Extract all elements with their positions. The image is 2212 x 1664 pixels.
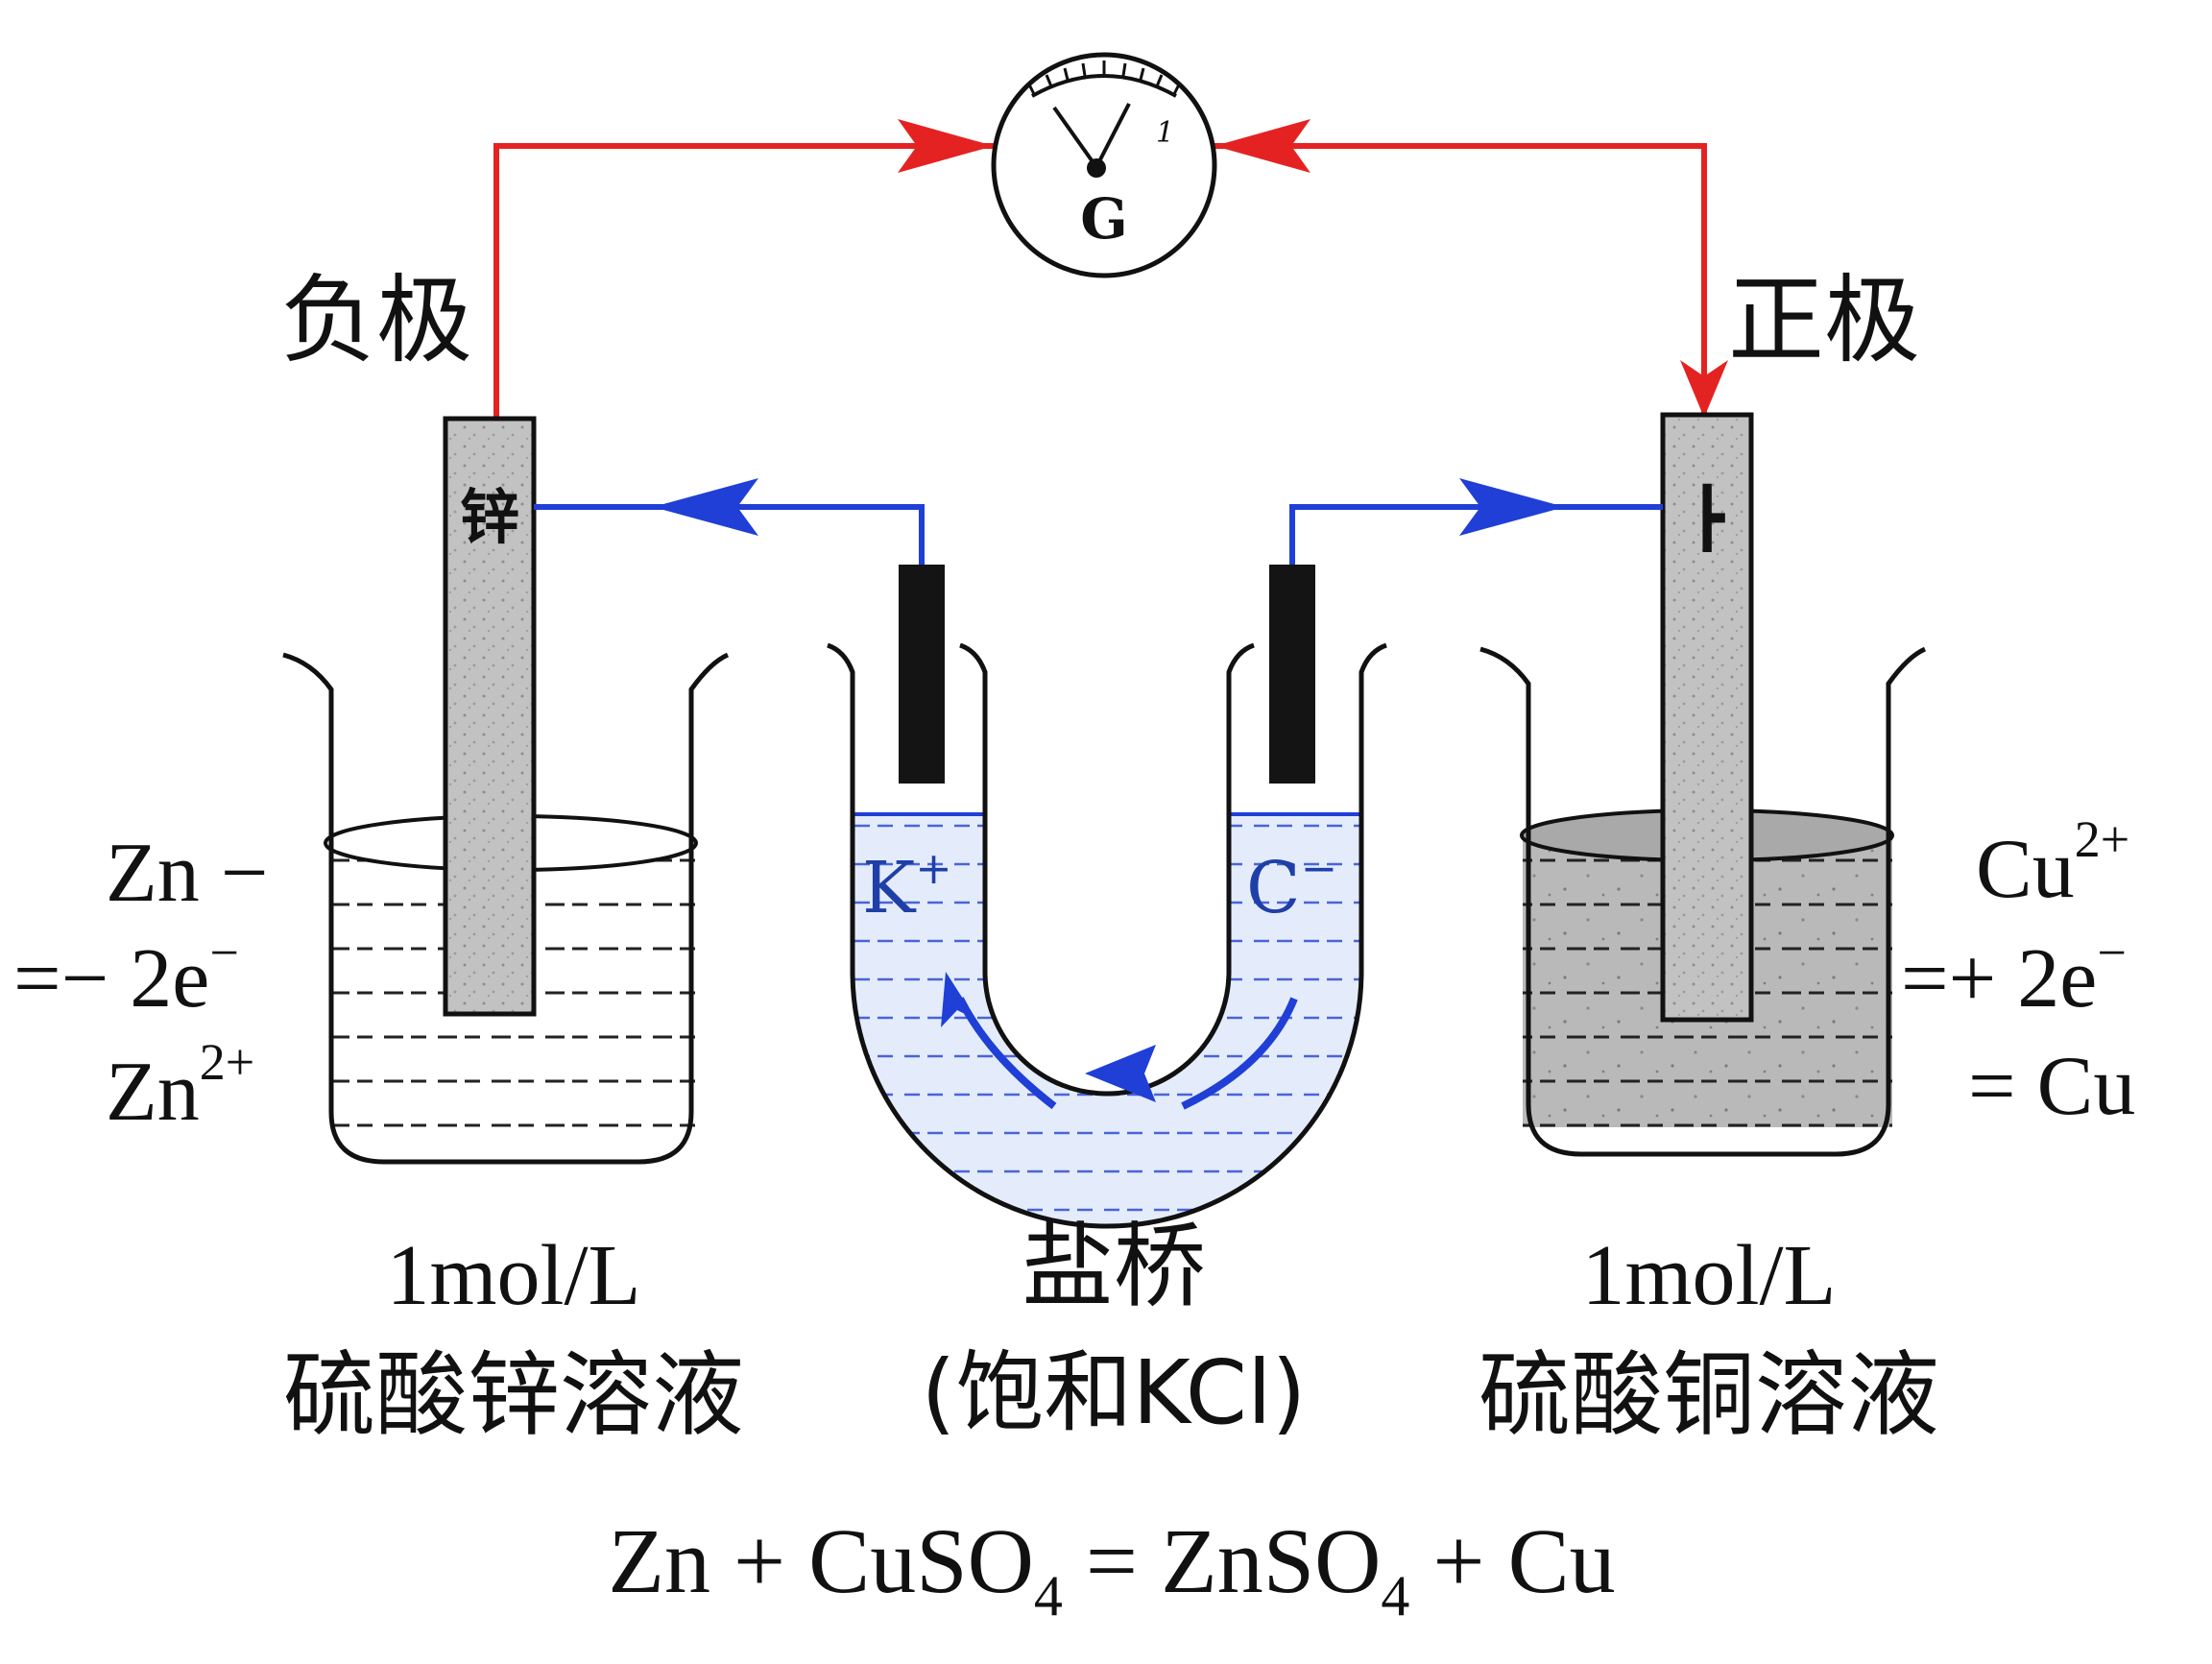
cathode-reaction-line2: =+ 2e− — [1901, 924, 2127, 1025]
anode-reaction-line3-sup: 2+ — [200, 1033, 254, 1091]
cathode-reaction-line1-sup: 2+ — [2075, 810, 2129, 868]
anode-reaction-line3-text: Zn — [106, 1046, 200, 1139]
bridge-arrow-right — [1459, 478, 1565, 536]
bridge-electrode-left — [899, 565, 945, 784]
salt-bridge-tube — [827, 642, 1387, 1229]
current-arrow-left — [898, 119, 994, 173]
copper-electrode-label: ┣ — [1690, 483, 1725, 552]
galvanometer: 1 G — [991, 52, 1217, 278]
positive-electrode-label: 正极 — [1728, 264, 1920, 376]
cathode-reaction-line2-sup: − — [2097, 924, 2126, 981]
overall-equation-sub1: 4 — [1034, 1564, 1063, 1628]
anode-reaction-line1: Zn − — [106, 827, 268, 920]
k-ion-label: K+ — [862, 842, 952, 929]
anode-reaction-line2-text: =− 2e — [13, 932, 209, 1025]
galvanometer-label: G — [1080, 186, 1128, 252]
anode-half-reaction: Zn − =− 2e− Zn2+ — [13, 827, 268, 1139]
cathode-reaction-line1-text: Cu — [1976, 823, 2075, 916]
overall-equation-part2: = ZnSO — [1063, 1509, 1382, 1612]
right-concentration: 1mol/L — [1582, 1228, 1837, 1323]
anode-reaction-line2-sup: − — [209, 924, 238, 981]
cathode-reaction-line3: = Cu — [1968, 1040, 2135, 1133]
overall-equation-part3: + Cu — [1409, 1509, 1615, 1612]
k-ion-charge: + — [915, 842, 952, 894]
cathode-reaction-line2-text: =+ 2e — [1901, 932, 2097, 1025]
copper-electrode: ┣ — [1660, 412, 1754, 1023]
bridge-arrow-left — [653, 478, 758, 536]
right-solution-name: 硫酸铜溶液 — [1479, 1341, 1939, 1449]
k-ion-symbol: K — [862, 847, 917, 929]
overall-equation-part1: Zn + CuSO — [608, 1509, 1034, 1612]
ion-arrow-middle — [1085, 1045, 1156, 1102]
negative-electrode-label: 负极 — [280, 264, 472, 376]
cathode-reaction-line1: Cu2+ — [1976, 810, 2129, 916]
salt-bridge-wire — [534, 478, 1663, 567]
c-ion-symbol: C — [1246, 847, 1301, 929]
anode-reaction-line3: Zn2+ — [106, 1033, 254, 1139]
cathode-half-reaction: Cu2+ =+ 2e− = Cu — [1901, 810, 2135, 1133]
salt-bridge-content: (饱和KCl) — [922, 1341, 1307, 1444]
external-circuit-wire — [493, 119, 1728, 422]
anode-reaction-line2: =− 2e− — [13, 924, 239, 1025]
ion-migration-arrows — [941, 972, 1298, 1110]
current-arrow-down — [1680, 360, 1728, 418]
salt-bridge-title: 盐桥 — [1022, 1213, 1206, 1320]
left-solution-name: 硫酸锌溶液 — [283, 1341, 744, 1449]
current-arrow-right — [1214, 119, 1310, 173]
left-concentration: 1mol/L — [387, 1228, 641, 1323]
galvanometer-scale-label: 1 — [1156, 116, 1174, 150]
galvanometer-needle — [1052, 106, 1098, 169]
c-ion-label: C− — [1246, 842, 1337, 929]
bridge-electrode-right — [1269, 565, 1315, 784]
zinc-electrode-label: 锌 — [460, 482, 519, 552]
c-ion-charge: − — [1301, 842, 1338, 894]
zinc-electrode: 锌 — [443, 416, 537, 1017]
overall-equation: Zn + CuSO4 = ZnSO4 + Cu — [608, 1509, 1615, 1628]
overall-equation-sub2: 4 — [1381, 1564, 1409, 1628]
